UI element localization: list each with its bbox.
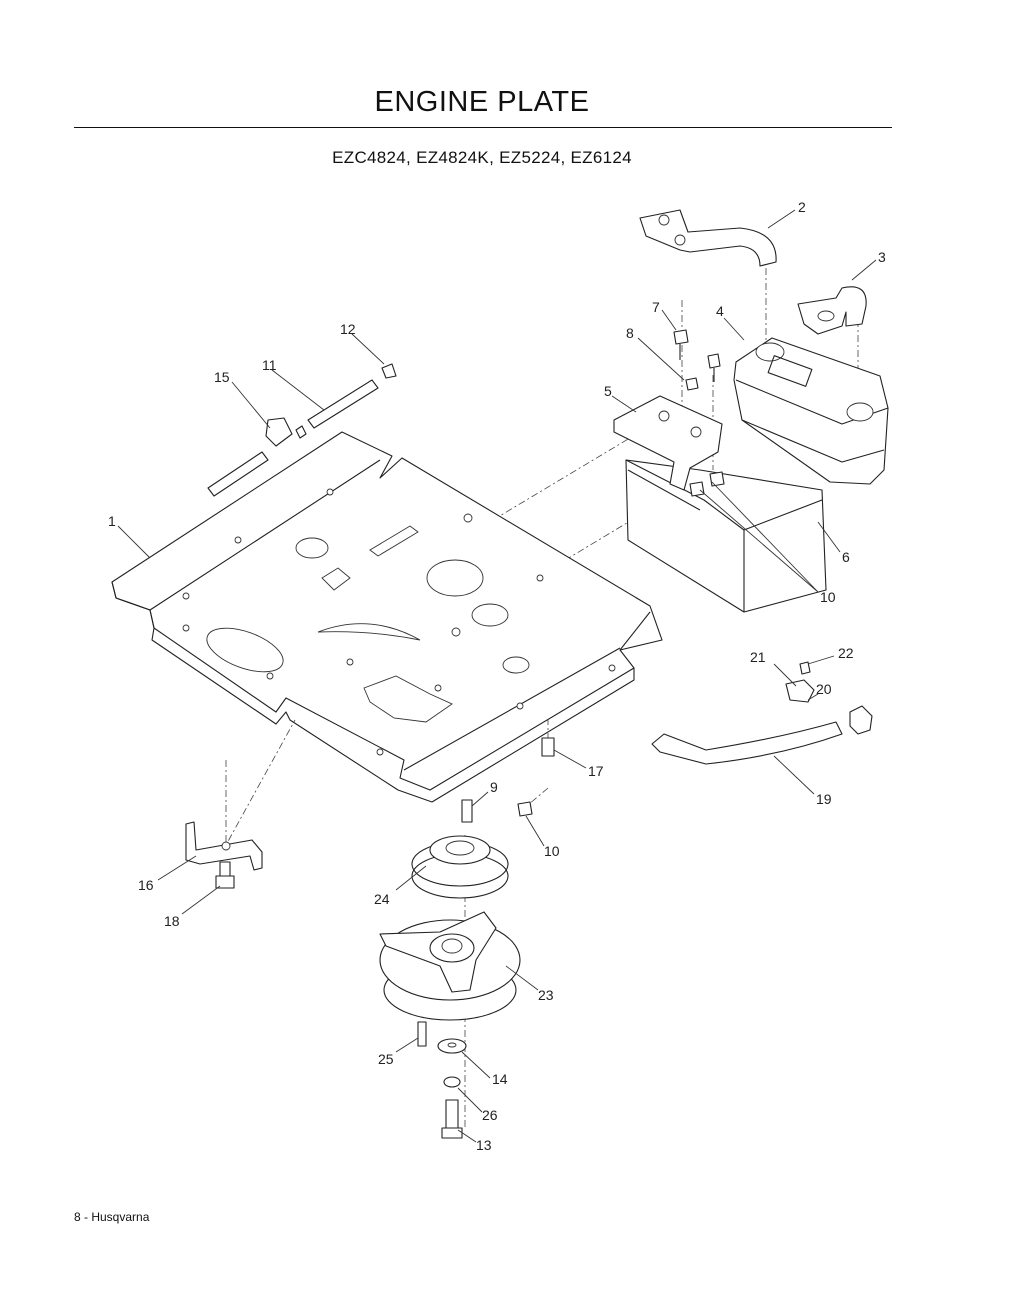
heat-shield-part [625, 459, 827, 613]
clutch-mount-hardware [417, 1021, 467, 1139]
callout-9: 9 [490, 779, 498, 795]
callout-15: 15 [214, 369, 230, 385]
lower-hardware [461, 737, 555, 823]
callout-24: 24 [374, 891, 390, 907]
title-divider [74, 127, 892, 128]
callout-14: 14 [492, 1071, 508, 1087]
callout-4: 4 [716, 303, 724, 319]
pto-clutch-part [379, 911, 521, 1021]
callout-5: 5 [604, 383, 612, 399]
bracket-hardware [673, 329, 725, 497]
callout-19: 19 [816, 791, 832, 807]
exhaust-elbow-part [797, 286, 867, 335]
lower-bracket-part [185, 821, 263, 889]
callout-10-lower: 10 [544, 843, 560, 859]
callout-labels: 1 2 3 4 5 6 7 8 9 10 10 11 12 13 14 15 [108, 199, 886, 1153]
page-title: ENGINE PLATE [374, 86, 590, 118]
hose-assembly [651, 661, 873, 765]
bracket-part [613, 395, 723, 491]
callout-20: 20 [816, 681, 832, 697]
callout-10-upper: 10 [820, 589, 836, 605]
callout-12: 12 [340, 321, 356, 337]
callout-13: 13 [476, 1137, 492, 1153]
callout-6: 6 [842, 549, 850, 565]
callout-23: 23 [538, 987, 554, 1003]
pulley-part [411, 835, 509, 899]
page-footer: 8 - Husqvarna [74, 1210, 150, 1224]
callout-8: 8 [626, 325, 634, 341]
callout-1: 1 [108, 513, 116, 529]
callout-25: 25 [378, 1051, 394, 1067]
exhaust-pipe-part [639, 209, 777, 267]
fuel-line-assembly [207, 363, 397, 497]
callout-2: 2 [798, 199, 806, 215]
callout-22: 22 [838, 645, 854, 661]
model-list: EZC4824, EZ4824K, EZ5224, EZ6124 [332, 148, 632, 167]
callout-11: 11 [262, 357, 277, 373]
callout-21: 21 [750, 649, 766, 665]
callout-26: 26 [482, 1107, 498, 1123]
callout-16: 16 [138, 877, 154, 893]
callout-18: 18 [164, 913, 180, 929]
callout-3: 3 [878, 249, 886, 265]
callout-7: 7 [652, 299, 660, 315]
callout-17: 17 [588, 763, 604, 779]
muffler-part [733, 337, 889, 485]
engine-plate-part [111, 431, 663, 803]
